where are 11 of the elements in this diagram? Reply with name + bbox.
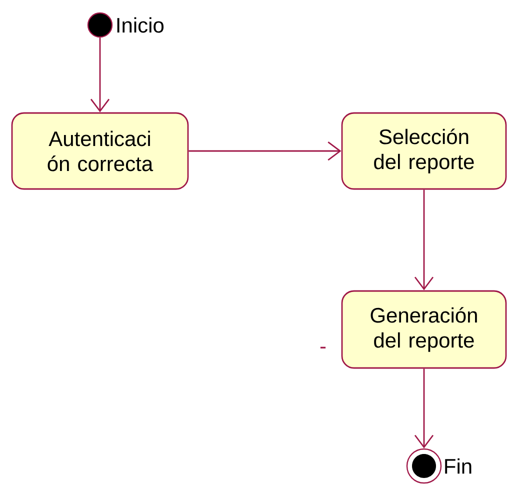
state-box: Generación del reporte xyxy=(341,290,507,369)
arrow xyxy=(90,38,110,112)
arrow xyxy=(414,190,434,290)
state-box: Autenticaci ón correcta xyxy=(11,112,189,190)
arrow xyxy=(188,141,342,161)
state-label: Fin xyxy=(445,458,472,474)
start-node xyxy=(87,12,113,38)
arrow xyxy=(414,368,434,448)
state-box: Selección del reporte xyxy=(341,112,507,190)
end-node xyxy=(406,448,442,484)
state-label: Inicio xyxy=(117,17,164,33)
